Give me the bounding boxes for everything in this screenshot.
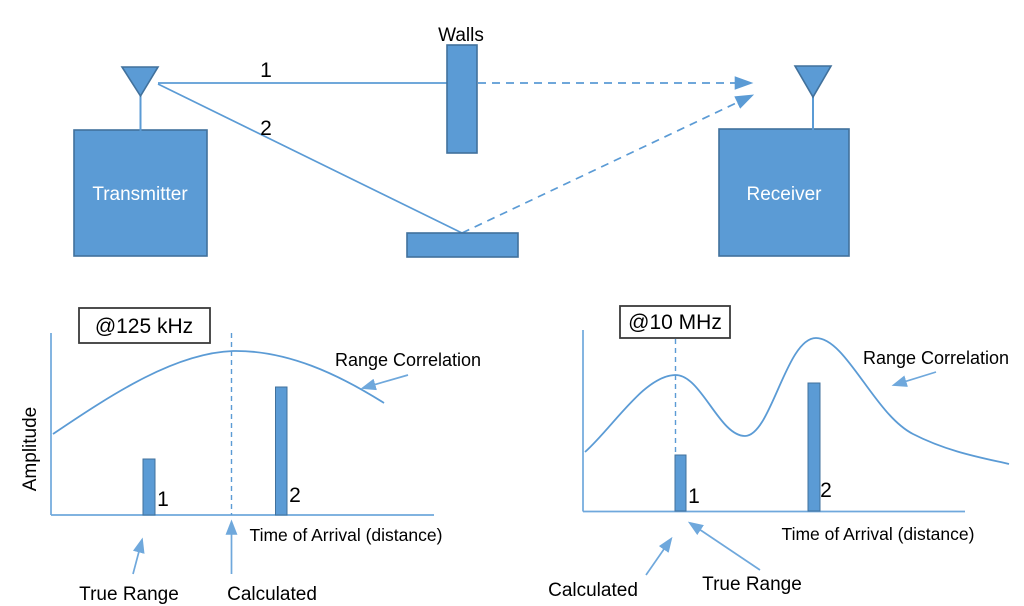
bar1-label: 1 — [688, 485, 700, 508]
calculated-arrow — [645, 536, 673, 576]
chart-125khz: @125 kHz Amplitude Time of Arrival (dist… — [20, 307, 481, 605]
calculated-label: Calculated — [227, 584, 317, 605]
bar-2 — [275, 386, 288, 516]
walls-label: Walls — [438, 25, 484, 46]
chart-10mhz: @10 MHz Time of Arrival (distance) 1 2 R… — [548, 305, 1010, 601]
bar-1 — [142, 458, 156, 516]
wall-rect — [446, 44, 478, 154]
bar-2 — [807, 382, 821, 512]
range-correlation-label: Range Correlation — [335, 350, 481, 370]
path2-number: 2 — [260, 117, 272, 140]
calculated-label: Calculated — [548, 580, 638, 601]
receiver-label: Receiver — [747, 184, 823, 205]
range-correlation-curve — [52, 350, 385, 435]
true-range-label: True Range — [79, 584, 179, 605]
true-range-arrow — [132, 537, 145, 575]
bar2-label: 2 — [820, 479, 832, 502]
range-correlation-arrow — [360, 374, 409, 391]
bar-1 — [674, 454, 687, 512]
freq-label-box — [78, 307, 211, 344]
true-range-label: True Range — [702, 574, 802, 595]
true-range-arrow — [687, 521, 761, 571]
freq-label: @125 kHz — [95, 315, 193, 338]
transmitter-box — [73, 129, 208, 257]
range-correlation-label: Range Correlation — [863, 348, 1009, 368]
x-axis-label: Time of Arrival (distance) — [782, 524, 975, 544]
transmitter-label: Transmitter — [92, 184, 188, 205]
range-correlation-curve — [584, 337, 1010, 465]
top-diagram: Walls Transmitter Receiver 1 2 — [73, 25, 850, 258]
x-axis-label: Time of Arrival (distance) — [250, 525, 443, 545]
receiver-antenna-icon — [793, 65, 833, 99]
y-axis-label: Amplitude — [20, 407, 41, 492]
range-correlation-arrow — [891, 371, 937, 387]
bar2-label: 2 — [289, 484, 301, 507]
freq-label: @10 MHz — [628, 311, 722, 334]
path1-number: 1 — [260, 59, 272, 82]
bar1-label: 1 — [157, 488, 169, 511]
reflector-rect — [406, 232, 519, 258]
transmitter-antenna-icon — [120, 66, 160, 98]
path2-dashed-arrow — [461, 94, 755, 234]
receiver-box — [718, 128, 850, 257]
path2-reflected-line — [157, 83, 463, 234]
freq-label-box — [619, 305, 731, 339]
